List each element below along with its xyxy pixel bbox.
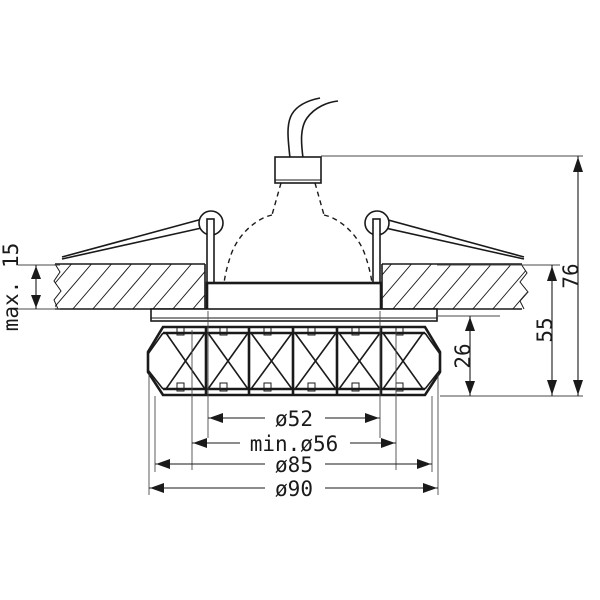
lamp-outline: [223, 182, 373, 285]
dimension-d52-label: ø52: [275, 407, 313, 431]
spring-clip-left: [61, 210, 224, 286]
dimension-76-label: 76: [559, 263, 583, 288]
extension-lines: [18, 155, 583, 495]
supply-wires: [287, 97, 339, 159]
dimension-26: 26: [451, 316, 475, 396]
dimension-55-label: 55: [533, 317, 557, 342]
dimension-max15-label: max. 15: [0, 243, 23, 332]
dimension-55: 55: [533, 265, 557, 396]
dimension-76: 76: [559, 156, 583, 396]
spring-clip-right: [364, 210, 525, 286]
dimension-max15: max. 15: [0, 243, 41, 332]
housing-body: [205, 281, 383, 312]
dimension-d90: ø90: [149, 476, 438, 501]
ring-end-facets: [147, 332, 441, 390]
mounting-flange: [150, 308, 438, 322]
ring-facet-crosses: [165, 332, 424, 390]
dimension-d85: ø85: [155, 452, 432, 477]
decorative-ring: [146, 325, 442, 397]
dimension-d85-label: ø85: [275, 453, 313, 477]
dimension-d52: ø52: [208, 406, 380, 431]
ceiling-slab-left: [53, 263, 206, 310]
dimension-26-label: 26: [451, 343, 475, 368]
dimension-d90-label: ø90: [275, 477, 313, 501]
ring-panel-dividers: [204, 327, 383, 395]
connector-box: [274, 156, 322, 184]
